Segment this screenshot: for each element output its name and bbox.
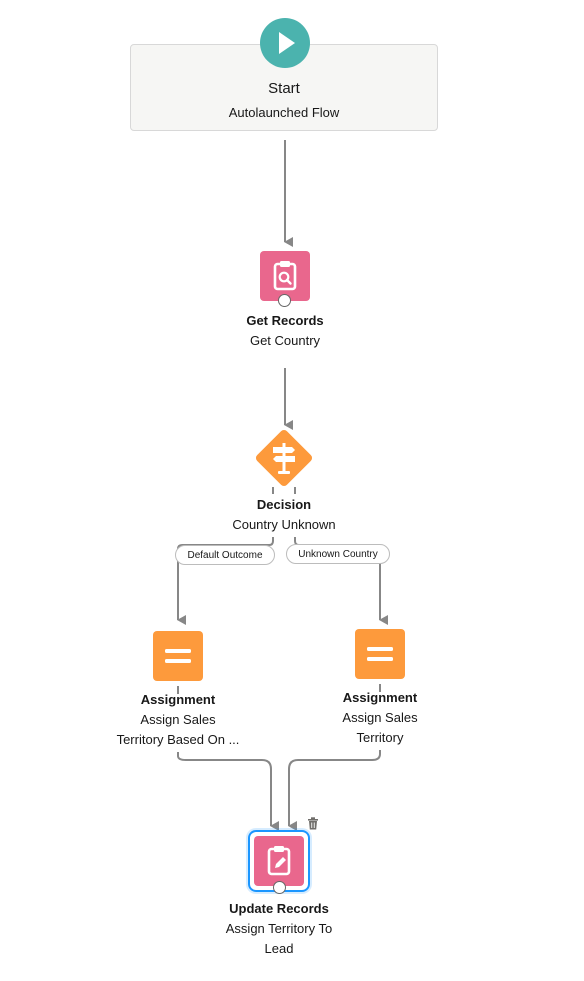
decision-node[interactable] xyxy=(249,423,319,493)
clipboard-edit-icon xyxy=(267,846,291,876)
assignment-left-node[interactable] xyxy=(153,631,203,681)
decision-type-label: Decision xyxy=(256,497,312,512)
equals-icon xyxy=(367,647,393,661)
start-subtitle: Autolaunched Flow xyxy=(228,105,340,120)
outcome-unknown-country-label[interactable]: Unknown Country xyxy=(286,544,390,564)
start-title: Start xyxy=(268,80,300,97)
assignment-right-name-line2: Territory xyxy=(356,730,404,745)
trash-icon[interactable] xyxy=(307,817,319,830)
assignment-right-name-line1: Assign Sales xyxy=(342,710,418,725)
connector-left-to-update[interactable] xyxy=(177,752,279,831)
outcome-default-label[interactable]: Default Outcome xyxy=(175,545,275,565)
assignment-right-node[interactable] xyxy=(355,629,405,679)
update-records-node[interactable] xyxy=(254,836,304,886)
assignment-left-name-line1: Assign Sales xyxy=(140,712,216,727)
get-records-type-label: Get Records xyxy=(246,313,324,328)
signpost-icon xyxy=(273,443,295,474)
assignment-left-name-line2: Territory Based On ... xyxy=(116,732,240,747)
assignment-left-type-label: Assignment xyxy=(140,692,216,707)
get-records-node[interactable] xyxy=(260,251,310,301)
connector-right-to-update[interactable] xyxy=(288,750,381,831)
equals-icon xyxy=(165,649,191,663)
update-records-name-line1: Assign Territory To xyxy=(225,921,333,936)
update-records-type-label: Update Records xyxy=(229,901,329,916)
clipboard-search-icon xyxy=(273,261,297,291)
get-records-name: Get Country xyxy=(249,333,321,348)
get-records-connector-handle[interactable] xyxy=(278,294,291,307)
decision-name: Country Unknown xyxy=(232,517,336,532)
assignment-right-type-label: Assignment xyxy=(342,690,418,705)
update-records-name-line2: Lead xyxy=(264,941,294,956)
update-records-connector-handle[interactable] xyxy=(273,881,286,894)
play-icon[interactable] xyxy=(260,18,310,68)
